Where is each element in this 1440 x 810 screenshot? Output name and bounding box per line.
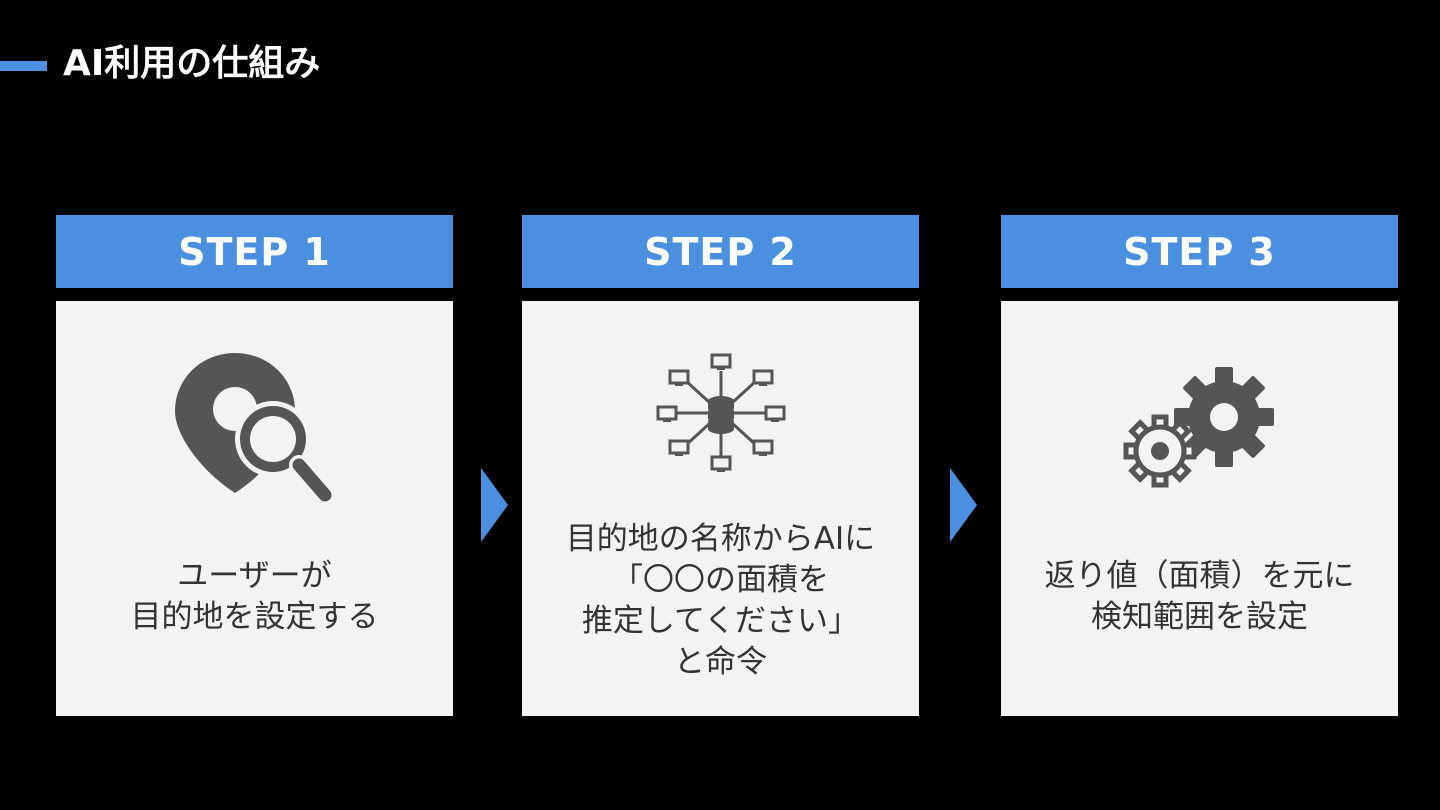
step-1-line: ユーザーが <box>177 558 332 594</box>
step-3-line: 返り値（面積）を元に <box>1044 558 1355 594</box>
step-2-line: 「〇〇の面積を <box>612 562 829 598</box>
arrow-right-icon <box>481 468 508 542</box>
step-2-header: STEP 2 <box>522 215 919 288</box>
step-2-line: 目的地の名称からAIに <box>565 521 876 557</box>
step-3-line: 検知範囲を設定 <box>1091 599 1308 635</box>
network-database-icon <box>522 353 919 475</box>
step-2-line: と命令 <box>674 644 767 680</box>
step-1-text: ユーザーが 目的地を設定する <box>56 556 453 638</box>
step-1-header: STEP 1 <box>56 215 453 288</box>
step-2-card: 目的地の名称からAIに 「〇〇の面積を 推定してください」 と命令 <box>522 301 919 716</box>
arrow-right-icon <box>950 468 977 542</box>
gears-icon <box>1001 367 1398 491</box>
slide-title: AI利用の仕組み <box>63 43 321 84</box>
step-1-card: ユーザーが 目的地を設定する <box>56 301 453 716</box>
step-3-header: STEP 3 <box>1001 215 1398 288</box>
step-3-text: 返り値（面積）を元に 検知範囲を設定 <box>1001 556 1398 638</box>
location-search-icon <box>56 353 453 505</box>
step-2-text: 目的地の名称からAIに 「〇〇の面積を 推定してください」 と命令 <box>522 519 919 683</box>
step-1-line: 目的地を設定する <box>130 599 379 635</box>
step-3-card: 返り値（面積）を元に 検知範囲を設定 <box>1001 301 1398 716</box>
step-2-line: 推定してください」 <box>581 603 860 639</box>
title-accent-bar <box>0 61 47 71</box>
